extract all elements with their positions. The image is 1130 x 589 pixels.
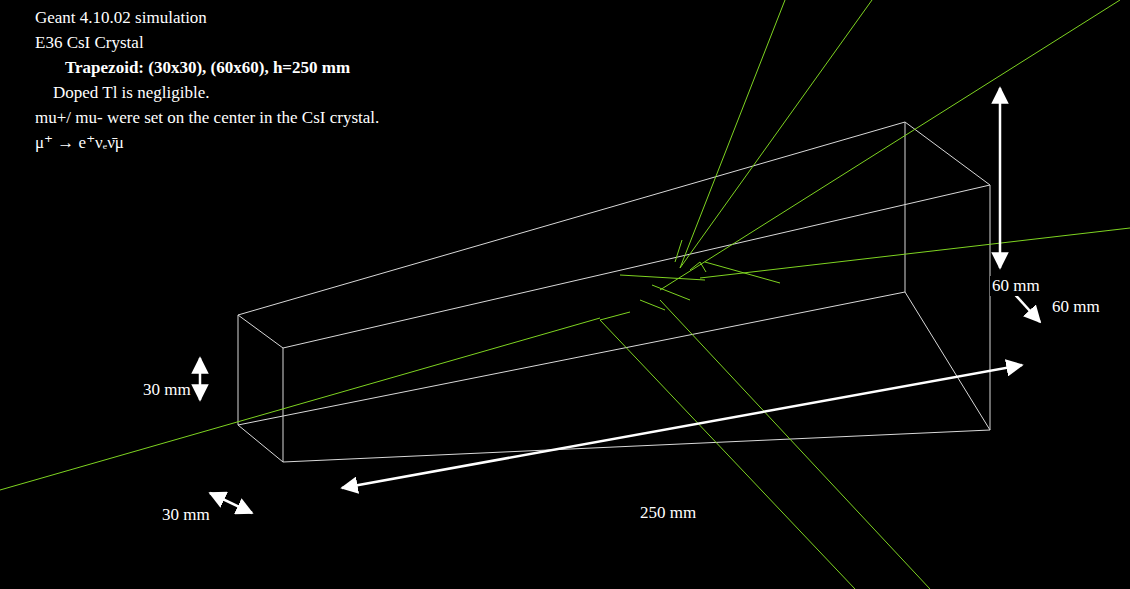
note-text: Geant 4.10.02 simulation xyxy=(35,8,207,28)
dimension-label: 30 mm xyxy=(143,380,191,400)
dimension-label: 60 mm xyxy=(1052,297,1100,317)
note-text: Trapezoid: (30x30), (60x60), h=250 mm xyxy=(65,58,350,78)
note-text: E36 CsI Crystal xyxy=(35,33,144,53)
note-text: mu+/ mu- were set on the center in the C… xyxy=(35,108,379,128)
dimension-label: 250 mm xyxy=(640,503,696,523)
crystal-wireframe xyxy=(238,122,990,462)
formula-text: μ⁺ → e⁺νₑν̄μ xyxy=(35,133,124,153)
note-text: Doped Tl is negligible. xyxy=(53,83,209,103)
dimension-label: 30 mm xyxy=(160,505,212,525)
dimension-label: 60 mm xyxy=(990,276,1042,296)
dimension-arrows xyxy=(200,88,1040,513)
